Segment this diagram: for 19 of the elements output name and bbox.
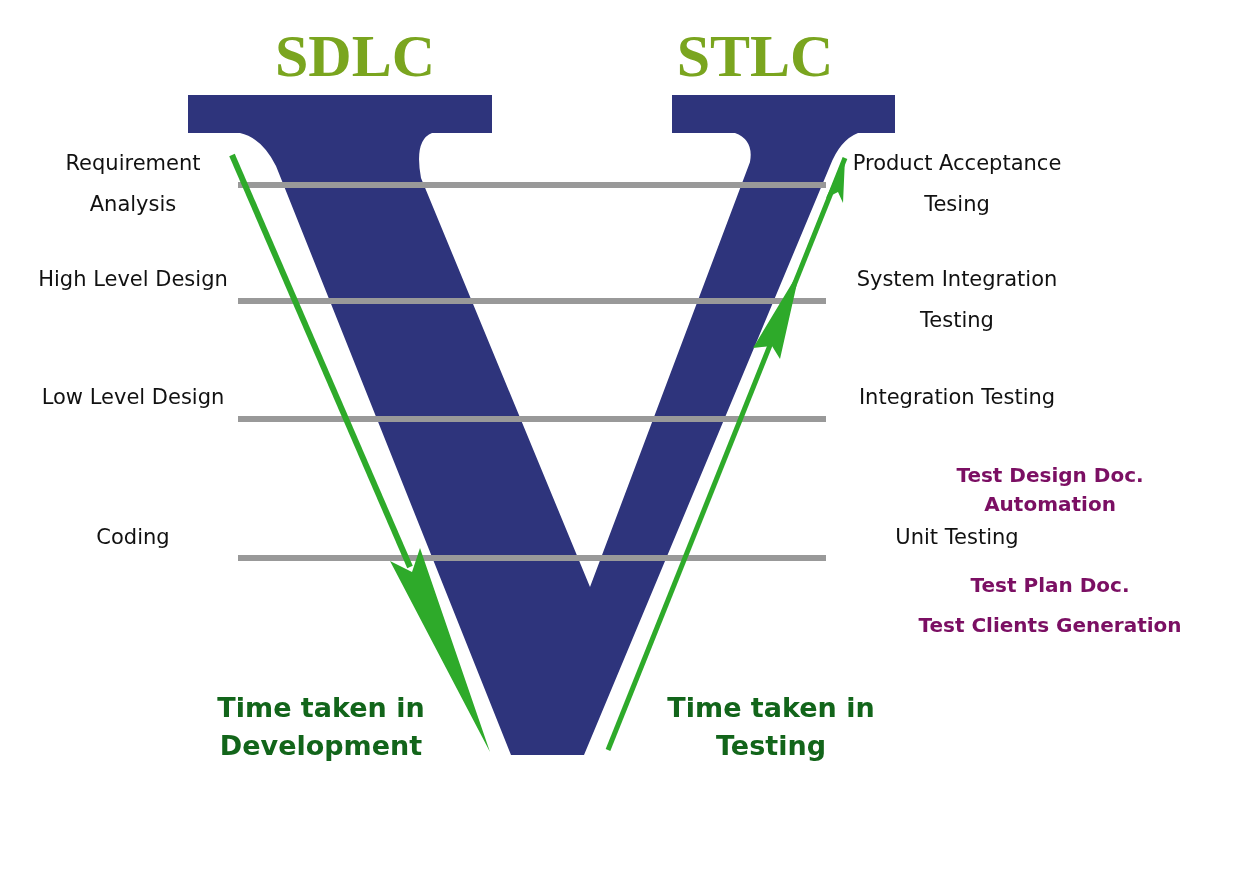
note-text: Test Clients Generation — [917, 612, 1183, 639]
note-text: Test Design Doc. Automation — [955, 462, 1145, 518]
phase-label: System Integration Testing — [826, 259, 1088, 341]
caption-text: Time taken in Testing — [666, 691, 876, 763]
phase-label: Unit Testing — [826, 517, 1088, 558]
phase-label: High Level Design — [28, 259, 238, 300]
phase-label: Integration Testing — [826, 377, 1088, 418]
side-heading: SDLC — [273, 24, 437, 88]
connector-line — [238, 182, 826, 188]
side-heading: STLC — [675, 24, 835, 88]
connector-line — [238, 416, 826, 422]
connector-line — [238, 298, 826, 304]
phase-label: Coding — [28, 517, 238, 558]
caption-text: Time taken in Development — [216, 691, 426, 763]
note-text: Test Plan Doc. — [969, 572, 1131, 599]
phase-label: Product Acceptance Tesing — [826, 143, 1088, 225]
connector-line — [238, 555, 826, 561]
phase-label: Low Level Design — [28, 377, 238, 418]
phase-label: Requirement Analysis — [28, 143, 238, 225]
